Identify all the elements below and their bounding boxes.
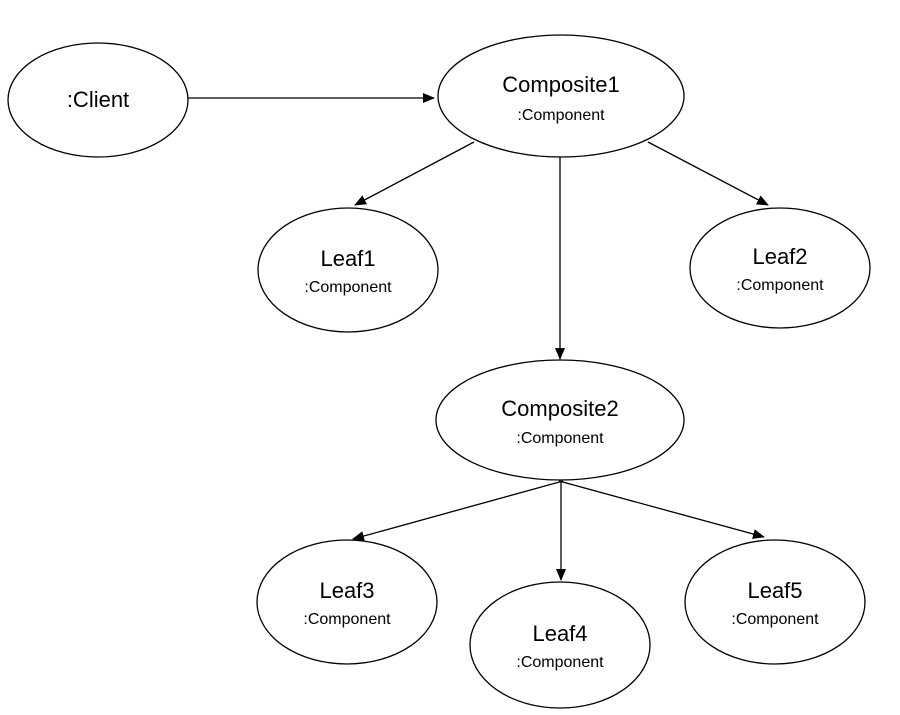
composite1-sublabel: :Component: [517, 107, 605, 124]
node-client: :Client: [7, 42, 189, 158]
edge-composite2-leaf3: [352, 480, 564, 541]
composite2-label: Composite2: [501, 396, 618, 421]
composite2-sublabel: :Component: [516, 430, 604, 447]
node-composite2: Composite2 :Component: [435, 359, 685, 481]
leaf2-sublabel: :Component: [736, 277, 824, 294]
edge-composite1-leaf1: [354, 141, 475, 206]
client-ellipse: [7, 42, 189, 158]
leaf2-label: Leaf2: [752, 244, 807, 269]
leaf4-ellipse: [469, 581, 651, 709]
node-composite1: Composite1 :Component: [437, 34, 685, 158]
node-leaf5: Leaf5 :Component: [684, 539, 866, 665]
leaf5-ellipse: [684, 539, 866, 665]
node-leaf3: Leaf3 :Component: [256, 539, 438, 665]
edge-composite1-leaf2: [647, 141, 769, 206]
leaf5-sublabel: :Component: [731, 611, 819, 628]
composite2-ellipse: [435, 359, 685, 481]
leaf3-label: Leaf3: [319, 578, 374, 603]
leaf5-label: Leaf5: [747, 578, 802, 603]
leaf3-ellipse: [256, 539, 438, 665]
composite1-ellipse: [437, 34, 685, 158]
client-label: :Client: [67, 87, 129, 112]
edges: [188, 93, 769, 581]
leaf2-ellipse: [689, 207, 871, 329]
leaf1-sublabel: :Component: [304, 279, 392, 296]
edge-composite2-leaf5: [558, 480, 765, 539]
leaf1-label: Leaf1: [320, 246, 375, 271]
node-leaf2: Leaf2 :Component: [689, 207, 871, 329]
leaf4-sublabel: :Component: [516, 654, 604, 671]
leaf4-label: Leaf4: [532, 621, 587, 646]
composite1-label: Composite1: [502, 72, 619, 97]
node-leaf4: Leaf4 :Component: [469, 581, 651, 709]
leaf3-sublabel: :Component: [303, 611, 391, 628]
node-leaf1: Leaf1 :Component: [257, 207, 439, 333]
leaf1-ellipse: [257, 207, 439, 333]
